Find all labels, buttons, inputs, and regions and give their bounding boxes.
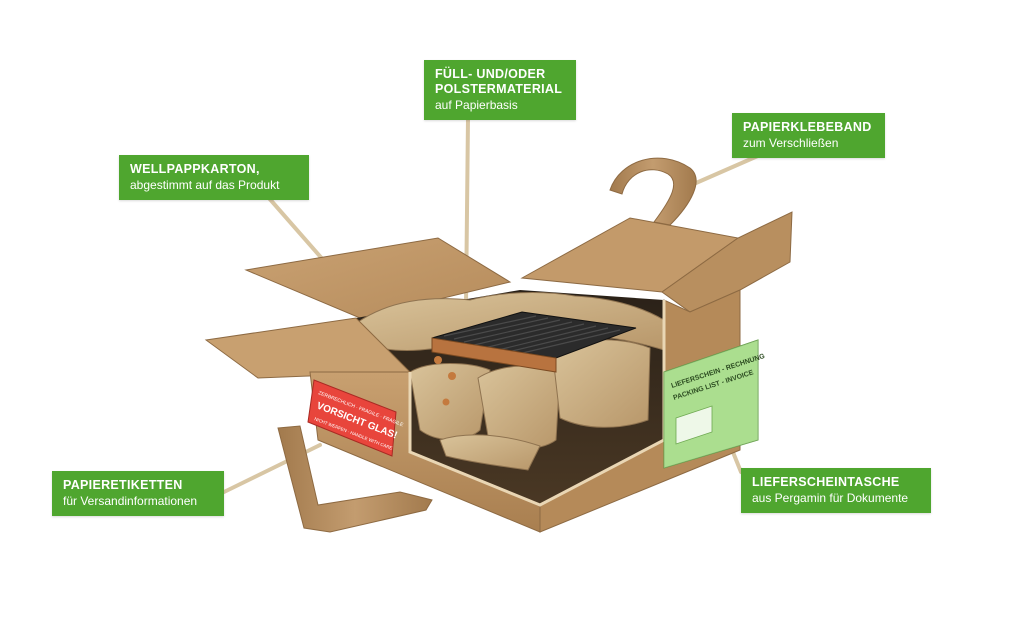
back-left-flap	[244, 237, 512, 319]
label-wellpappkarton: WELLPAPPKARTON, abgestimmt auf das Produ…	[119, 155, 309, 200]
label-lieferscheintasche: LIEFERSCHEINTASCHE aus Pergamin für Doku…	[741, 468, 931, 513]
product-radiator	[431, 311, 637, 406]
label-wellpappkarton-title: WELLPAPPKARTON,	[130, 162, 260, 176]
label-lieferscheintasche-subtitle: aus Pergamin für Dokumente	[752, 491, 909, 505]
label-fuellmaterial-title-1: FÜLL- UND/ODER	[435, 67, 546, 81]
label-papierklebeband-title: PAPIERKLEBEBAND	[743, 120, 872, 134]
label-papieretiketten-subtitle: für Versandinformationen	[63, 494, 198, 508]
label-papieretiketten-title: PAPIERETIKETTEN	[63, 478, 183, 492]
label-wellpappkarton-subtitle: abgestimmt auf das Produkt	[130, 178, 280, 192]
label-papierklebeband: PAPIERKLEBEBAND zum Verschließen	[732, 113, 885, 158]
label-fuellmaterial-subtitle: auf Papierbasis	[435, 98, 518, 112]
paper-tape-bottom	[277, 425, 433, 533]
packing-list-pouch: LIEFERSCHEIN - RECHNUNG PACKING LIST - I…	[663, 339, 766, 469]
label-fuellmaterial: FÜLL- UND/ODER POLSTERMATERIAL auf Papie…	[424, 60, 576, 120]
paper-tape-top	[609, 157, 697, 226]
label-papierklebeband-subtitle: zum Verschließen	[743, 136, 839, 150]
label-lieferscheintasche-title: LIEFERSCHEINTASCHE	[752, 475, 900, 489]
label-papieretiketten: PAPIERETIKETTEN für Versandinformationen	[52, 471, 224, 516]
label-fuellmaterial-title-2: POLSTERMATERIAL	[435, 82, 563, 96]
